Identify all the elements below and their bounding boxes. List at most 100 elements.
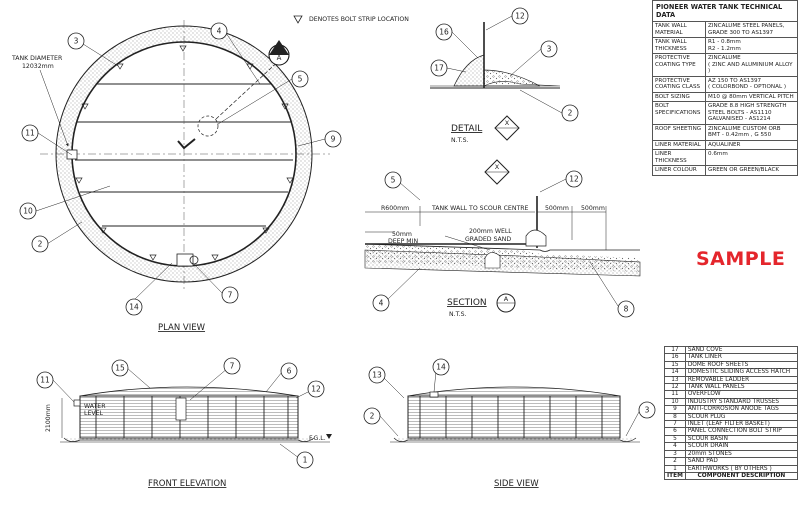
callout-number: 4: [217, 27, 222, 36]
callout-number: 8: [624, 305, 629, 314]
part-item-number: 5: [664, 434, 686, 444]
svg-text:500mm: 500mm: [581, 205, 605, 212]
callout-number: 12: [311, 385, 321, 394]
callout-number: 9: [331, 135, 336, 144]
part-description: EARTHWORKS ( BY OTHERS ): [684, 464, 799, 473]
callout-number: 1: [303, 456, 308, 465]
part-description: REMOVABLE LADDER: [684, 375, 799, 385]
callout-number: 16: [439, 28, 449, 37]
callout-number: 3: [645, 406, 650, 415]
callout-number: X: [495, 163, 500, 171]
spec-value: ZINCALUME STEEL PANELS,GRADE 300 TO AS13…: [705, 21, 798, 38]
svg-text:DEEP MIN: DEEP MIN: [388, 238, 418, 245]
bolt-strip-legend: DENOTES BOLT STRIP LOCATION: [293, 15, 409, 24]
part-description: INDUSTRY STANDARD TRUSSES: [684, 397, 799, 407]
svg-text:50mm: 50mm: [392, 231, 412, 238]
plan-centre-lines: [40, 20, 330, 292]
side-view: 13 14 2 3 SIDE VIEW: [363, 358, 656, 489]
detail-nts: N.T.S.: [451, 137, 469, 144]
svg-text:GRADED SAND: GRADED SAND: [465, 236, 511, 243]
callout-number: 17: [434, 64, 444, 73]
part-description: SAND COVE: [684, 345, 799, 355]
tank-wall-front: [79, 395, 299, 439]
part-item-number: 15: [664, 360, 686, 370]
svg-text:200mm WELL: 200mm WELL: [469, 228, 512, 235]
dome-roof-front: [79, 386, 299, 397]
callout-number: 5: [298, 75, 303, 84]
part-item-number: 7: [664, 420, 686, 429]
front-elevation-title: FRONT ELEVATION: [148, 479, 226, 489]
callout-number: 2: [568, 109, 573, 118]
section-dimension-lines: [365, 206, 607, 251]
part-description: INLET (LEAF FILTER BASKET): [684, 420, 799, 429]
callout-number: 7: [230, 362, 235, 371]
front-overflow: [73, 399, 81, 407]
part-item-number: 10: [664, 397, 686, 407]
section-caption: SECTION: [447, 298, 487, 308]
spec-value: AQUALINER: [705, 139, 798, 150]
svg-text:F.G.L.: F.G.L.: [309, 435, 326, 442]
svg-text:TANK WALL TO SCOUR CENTRE: TANK WALL TO SCOUR CENTRE: [431, 205, 529, 212]
callout-number: 2: [370, 412, 375, 421]
part-description: TANK WALL PANELS: [684, 383, 799, 392]
part-item-number: 4: [664, 442, 686, 451]
spec-key: LINER COLOUR: [652, 165, 706, 176]
callout-number: 12: [515, 12, 525, 21]
spec-key: LINER THICKNESS: [652, 149, 706, 166]
scour-basin: [197, 115, 219, 137]
callout-number: 4: [379, 299, 384, 308]
tank-wall-side: [407, 395, 621, 439]
part-description: TANK LINER: [684, 353, 799, 362]
part-description: SAND PAD: [684, 457, 799, 466]
part-description: SCOUR BASIN: [684, 434, 799, 444]
callout-number: 10: [23, 207, 33, 216]
tank-diameter-value: 12032mm: [22, 63, 54, 70]
svg-text:N.T.S.: N.T.S.: [449, 311, 467, 318]
bolt-strip-triangle-icon: [293, 15, 303, 24]
plan-view: A TANK DIAMETER 12032mm 3 4 5 11 9 10 2 …: [11, 20, 342, 333]
svg-text:R600mm: R600mm: [381, 205, 409, 212]
callout-number: 3: [547, 45, 552, 54]
scour-drain-line: [215, 57, 283, 120]
bolt-strip-markers: [75, 45, 294, 261]
callout-number: 14: [436, 363, 446, 372]
spec-key: ROOF SHEETING: [652, 123, 706, 141]
stones-fill: [483, 69, 541, 87]
part-item-number: 12: [664, 383, 686, 392]
plan-leaders: [35, 32, 326, 301]
spec-key: BOLT SIZING: [652, 91, 706, 102]
part-item-number: 16: [664, 353, 686, 362]
part-item-number: 8: [664, 412, 686, 422]
callout-number: 11: [25, 129, 35, 138]
callout-number: 6: [287, 367, 292, 376]
front-bolt-strips: [95, 396, 289, 438]
part-description: DOME ROOF SHEETS: [684, 360, 799, 370]
callout-number: 3: [74, 37, 79, 46]
part-description: ANTI-CORROSION ANODE TAGS: [684, 405, 799, 414]
svg-text:500mm: 500mm: [545, 205, 569, 212]
technical-data-table: PIONEER WATER TANK TECHNICAL DATA TANK W…: [652, 0, 798, 176]
part-item-number: 1: [664, 464, 686, 473]
